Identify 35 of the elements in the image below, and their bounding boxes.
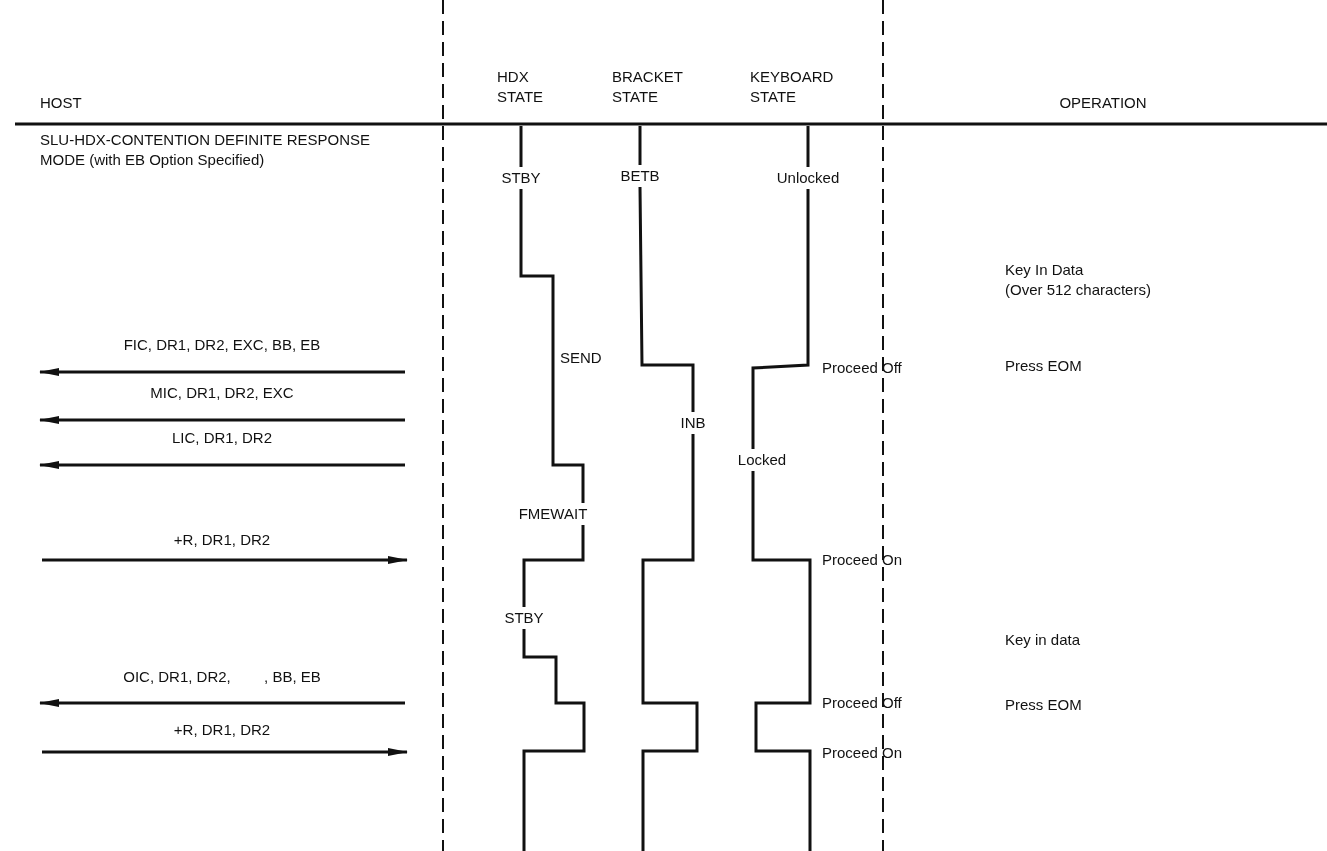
state-timing-line (751, 471, 812, 851)
message-label: MIC, DR1, DR2, EXC (150, 383, 294, 403)
state-label: INB (680, 413, 706, 433)
message-label: +R, DR1, DR2 (173, 530, 271, 550)
message-label: LIC, DR1, DR2 (172, 428, 272, 448)
state-label: Unlocked (776, 168, 840, 188)
state-label: STBY (501, 168, 541, 188)
state-timing-line (519, 126, 523, 167)
state-timing-line (522, 525, 585, 607)
state-label: SEND (560, 348, 602, 368)
state-label: Proceed On (822, 743, 903, 763)
operation-note: Key In Data (Over 512 characters) (1005, 260, 1151, 300)
state-label: Locked (737, 450, 787, 470)
state-timing-line (641, 434, 699, 851)
message-label: FIC, DR1, DR2, EXC, BB, EB (123, 335, 321, 355)
state-label: BETB (620, 166, 660, 186)
state-label: FMEWAIT (518, 504, 588, 524)
column-header: OPERATION (1059, 93, 1147, 113)
state-timing-line (638, 126, 642, 165)
operation-note: Press EOM (1005, 695, 1082, 715)
column-header: HOST (40, 93, 82, 113)
mode-title: SLU-HDX-CONTENTION DEFINITE RESPONSE MODE (with EB Option Specified) (40, 130, 372, 170)
message-label: OIC, DR1, DR2, , BB, EB (123, 667, 321, 687)
column-header: BRACKET STATE (612, 67, 684, 107)
state-timing-line (519, 189, 585, 503)
message-label: +R, DR1, DR2 (173, 720, 271, 740)
state-timing-line (638, 187, 695, 412)
operation-note: Key in data (1005, 630, 1081, 650)
column-header: KEYBOARD STATE (750, 67, 835, 107)
operation-note: Press EOM (1005, 356, 1082, 376)
state-timing-line (522, 629, 586, 851)
state-timing-line (806, 126, 810, 167)
state-timing-line (751, 189, 810, 449)
column-header: HDX STATE (497, 67, 545, 107)
state-label: STBY (504, 608, 544, 628)
